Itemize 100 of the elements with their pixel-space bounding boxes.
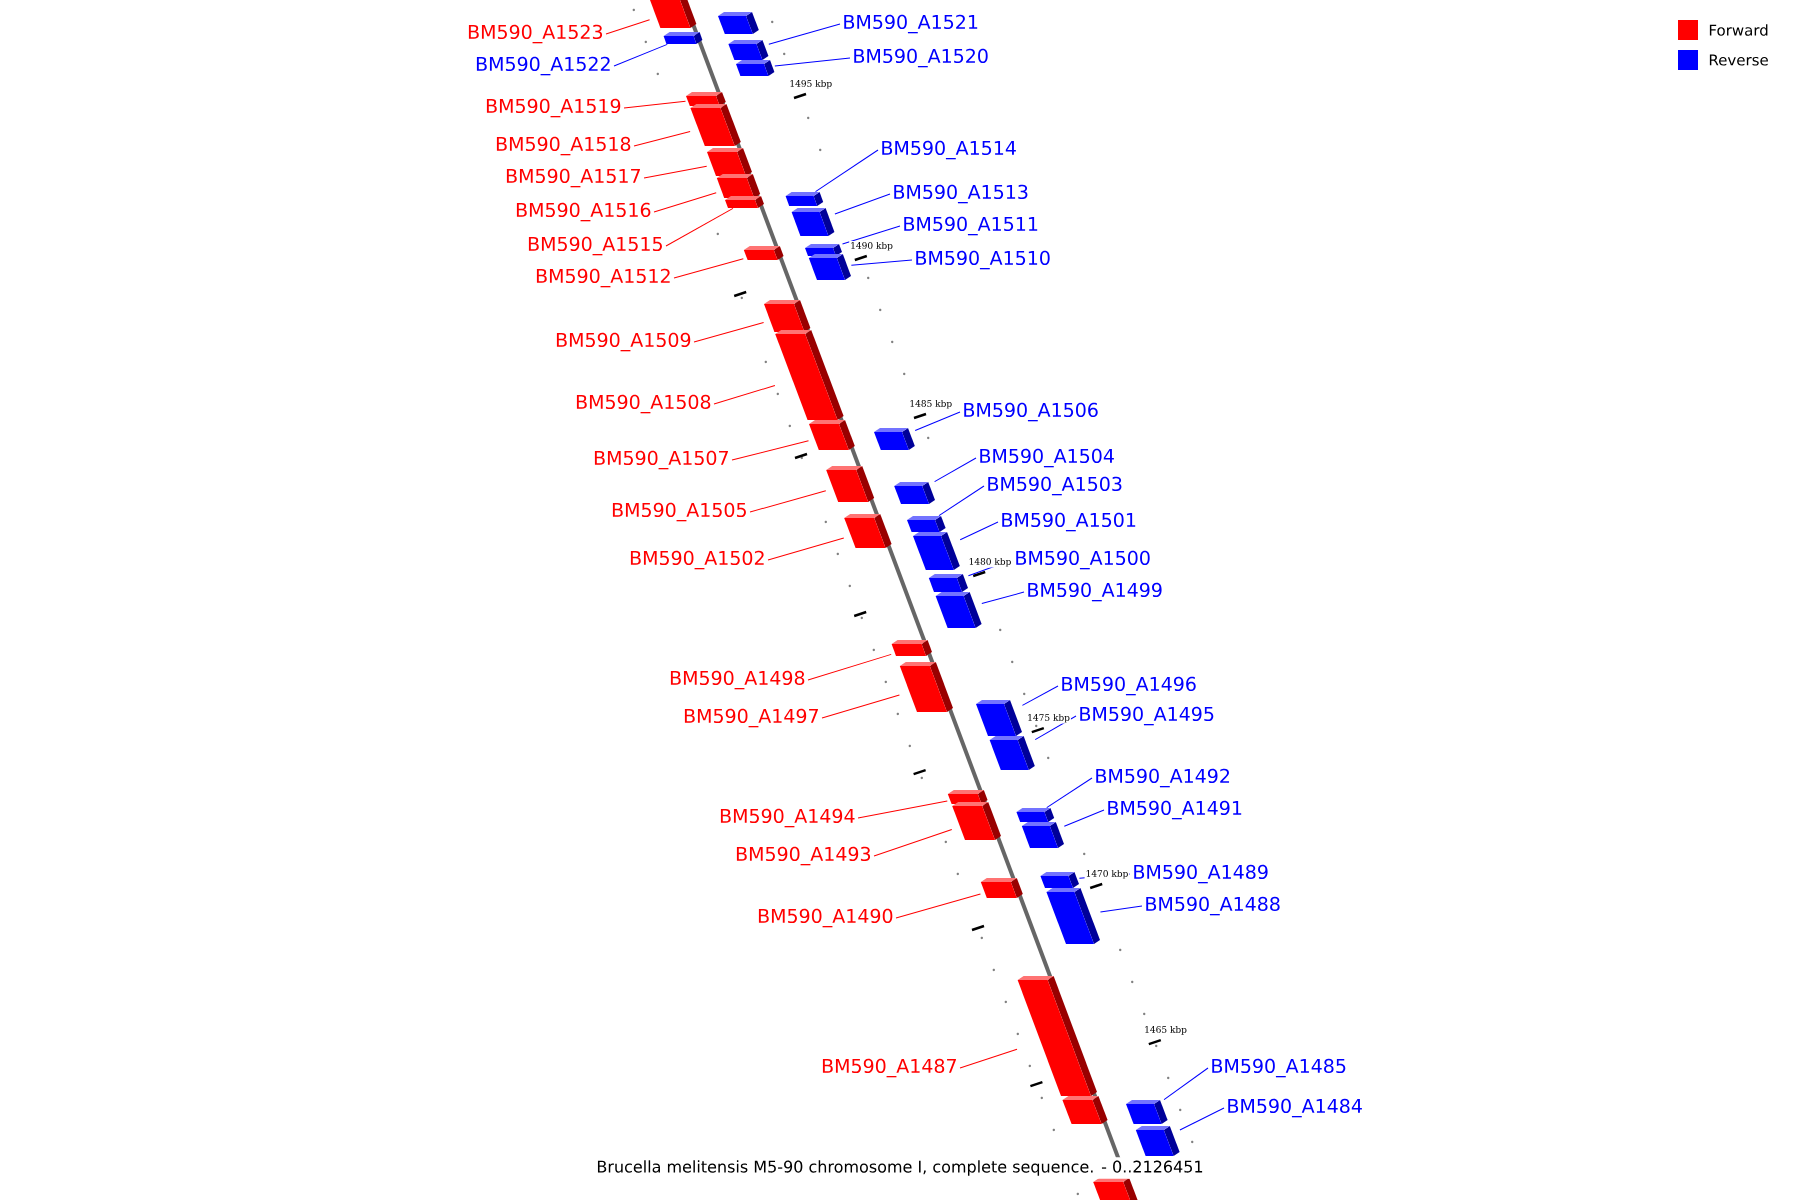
leader-line bbox=[857, 800, 948, 819]
gene-label: BM590_A1492 bbox=[1096, 768, 1230, 788]
gene-label: BM590_A1497 bbox=[684, 708, 818, 728]
leader-line bbox=[1163, 1067, 1209, 1101]
gene-label: BM590_A1491 bbox=[1108, 800, 1242, 820]
gene-block bbox=[728, 40, 769, 60]
leader-line bbox=[1099, 905, 1143, 913]
leader-line bbox=[842, 225, 901, 245]
gene-block bbox=[1016, 808, 1055, 822]
gene-label: BM590_A1508 bbox=[576, 394, 711, 414]
leader-line bbox=[643, 165, 708, 179]
gene-block bbox=[894, 482, 935, 504]
leader-line bbox=[1063, 809, 1105, 827]
gene-label: BM590_A1510 bbox=[916, 250, 1050, 270]
gene-label: BM590_A1518 bbox=[496, 136, 631, 156]
leader-line bbox=[693, 322, 765, 343]
gene-label: BM590_A1522 bbox=[476, 56, 610, 76]
leader-line bbox=[914, 411, 961, 431]
gene-label: BM590_A1488 bbox=[1146, 896, 1280, 916]
leader-line bbox=[1046, 777, 1093, 809]
gene-block bbox=[980, 878, 1023, 898]
gene-label: BM590_A1493 bbox=[736, 846, 871, 866]
gene-block bbox=[1093, 1178, 1138, 1200]
leader-line bbox=[834, 193, 891, 215]
leader-line bbox=[981, 591, 1025, 605]
gene-label: BM590_A1519 bbox=[486, 98, 621, 118]
leader-line bbox=[959, 521, 999, 541]
gene-label: BM590_A1485 bbox=[1212, 1058, 1346, 1078]
leader-line bbox=[605, 19, 651, 35]
gene-block bbox=[809, 420, 855, 450]
gene-label: BM590_A1511 bbox=[904, 216, 1038, 236]
gene-label: BM590_A1513 bbox=[894, 184, 1028, 204]
gene-block bbox=[690, 104, 741, 146]
gene-block bbox=[844, 514, 892, 548]
gene-label: BM590_A1517 bbox=[506, 168, 640, 188]
leader-line bbox=[673, 258, 744, 279]
gene-label: BM590_A1495 bbox=[1080, 706, 1214, 726]
gene-label: BM590_A1521 bbox=[844, 14, 978, 34]
gene-label: BM590_A1516 bbox=[516, 202, 651, 222]
leader-line bbox=[1021, 685, 1059, 706]
gene-label: BM590_A1504 bbox=[980, 448, 1114, 468]
gene-block bbox=[1017, 976, 1097, 1096]
gene-block bbox=[1126, 1100, 1168, 1124]
leader-line bbox=[807, 653, 892, 681]
gene-label: BM590_A1505 bbox=[612, 502, 746, 522]
gene-block bbox=[718, 12, 759, 34]
gene-block bbox=[891, 640, 932, 656]
gene-block bbox=[989, 736, 1035, 770]
gene-label: BM590_A1523 bbox=[468, 24, 603, 44]
gene-label: BM590_A1514 bbox=[882, 140, 1016, 160]
gene-label: BM590_A1489 bbox=[1134, 864, 1268, 884]
gene-label: BM590_A1515 bbox=[528, 236, 662, 256]
leader-line bbox=[749, 490, 827, 513]
gene-block bbox=[725, 196, 764, 208]
gene-label: BM590_A1499 bbox=[1028, 582, 1162, 602]
leader-line bbox=[767, 537, 845, 561]
gene-block bbox=[808, 254, 851, 280]
leader-line bbox=[850, 259, 913, 266]
leader-line bbox=[815, 149, 879, 193]
leader-line bbox=[653, 192, 717, 213]
gene-label: BM590_A1487 bbox=[822, 1058, 956, 1078]
gene-label: BM590_A1500 bbox=[1016, 550, 1150, 570]
gene-block bbox=[976, 700, 1022, 736]
leader-line bbox=[938, 485, 985, 517]
leader-line bbox=[873, 828, 953, 857]
gene-block bbox=[663, 32, 703, 44]
gene-block bbox=[1062, 1096, 1108, 1124]
gene-block bbox=[775, 330, 844, 420]
gene-label: BM590_A1509 bbox=[556, 332, 691, 352]
leader-line bbox=[665, 207, 734, 247]
leader-line bbox=[1179, 1107, 1225, 1131]
leader-line bbox=[895, 893, 981, 919]
leader-line bbox=[768, 23, 841, 45]
leader-line bbox=[731, 440, 809, 461]
gene-label: BM590_A1512 bbox=[536, 268, 670, 288]
gene-block bbox=[785, 192, 824, 206]
leader-line bbox=[613, 43, 668, 67]
gene-label: BM590_A1496 bbox=[1062, 676, 1196, 696]
gene-block bbox=[650, 0, 697, 28]
gene-block bbox=[907, 516, 946, 532]
gene-block bbox=[826, 466, 875, 502]
leader-line bbox=[713, 385, 776, 405]
leader-line bbox=[774, 57, 851, 67]
gene-block bbox=[952, 802, 1001, 840]
gene-block bbox=[764, 300, 811, 332]
gene-label: BM590_A1503 bbox=[988, 476, 1122, 496]
leader-line bbox=[623, 100, 686, 109]
gene-label: BM590_A1498 bbox=[670, 670, 805, 690]
leader-line bbox=[934, 457, 977, 483]
gene-block bbox=[899, 662, 953, 712]
gene-block bbox=[1040, 872, 1079, 888]
gene-label: BM590_A1502 bbox=[630, 550, 764, 570]
caption: Brucella melitensis M5-90 chromosome I, complete sequence. - 0..2126451 bbox=[593, 1157, 1207, 1179]
gene-label: BM590_A1507 bbox=[594, 450, 728, 470]
gene-block bbox=[1135, 1126, 1180, 1156]
leader-line bbox=[821, 694, 900, 719]
gene-label: BM590_A1490 bbox=[758, 908, 893, 928]
gene-label: BM590_A1494 bbox=[720, 808, 855, 828]
gene-block bbox=[928, 574, 968, 592]
gene-label: BM590_A1520 bbox=[854, 48, 988, 68]
